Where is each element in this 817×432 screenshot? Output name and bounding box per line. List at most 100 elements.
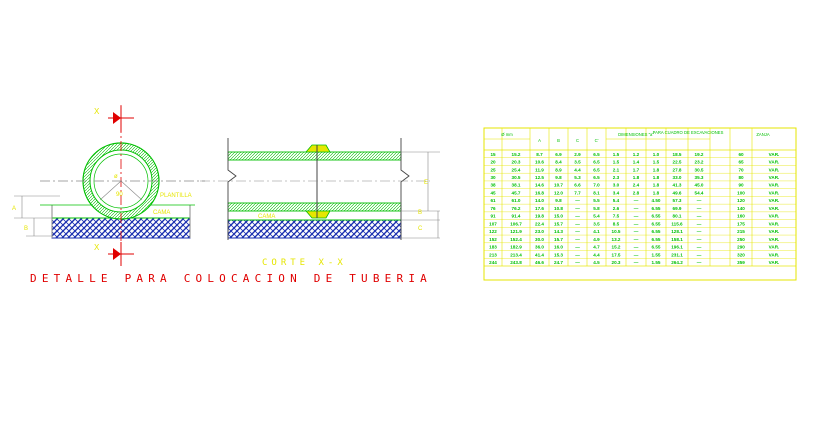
table-cell: VAR. bbox=[769, 175, 780, 180]
table-cell: 7.7 bbox=[574, 190, 581, 195]
main-title: DETALLE PARA COLOCACION DE TUBERIA bbox=[30, 272, 432, 285]
table-cell: 107 bbox=[489, 221, 497, 226]
table-cell: 2.3 bbox=[613, 175, 620, 180]
table-cell: 30.5 bbox=[695, 167, 704, 172]
table-cell: 15.7 bbox=[554, 237, 563, 242]
table-cell: 1.8 bbox=[653, 183, 660, 188]
table-cell: 23.2 bbox=[695, 160, 704, 165]
table-cell: 8.4 bbox=[555, 160, 562, 165]
table-cell: 20.3 bbox=[612, 260, 621, 265]
table-cell: — bbox=[634, 221, 639, 226]
table-cell: 2.1 bbox=[613, 167, 620, 172]
table-cell: 4.1 bbox=[593, 229, 600, 234]
table-cell: 4.50 bbox=[652, 198, 661, 203]
table-cell: — bbox=[634, 260, 639, 265]
table-cell: 8.5 bbox=[613, 221, 620, 226]
table-cell: 5.4 bbox=[613, 198, 620, 203]
table-cell: 19.8 bbox=[535, 214, 544, 219]
label-x-top: X bbox=[94, 107, 100, 116]
table-cell: 46.6 bbox=[535, 260, 544, 265]
table-cell: 57.3 bbox=[673, 198, 682, 203]
table-cell: 196.1 bbox=[671, 245, 683, 250]
table-cell: 10.5 bbox=[612, 229, 621, 234]
table-cell: 120 bbox=[737, 198, 745, 203]
table-cell: — bbox=[697, 221, 702, 226]
table-cell: — bbox=[634, 245, 639, 250]
table-cell: 15.2 bbox=[612, 245, 621, 250]
table-cell: 33.0 bbox=[673, 175, 682, 180]
table-cell: 12.5 bbox=[535, 175, 544, 180]
table-cell: — bbox=[634, 214, 639, 219]
table-cell: — bbox=[697, 260, 702, 265]
label-angle-mid: 90 bbox=[116, 192, 123, 198]
table-cell: 13.2 bbox=[612, 237, 621, 242]
table-cell: 1.55 bbox=[652, 260, 661, 265]
table-cell: 6.5 bbox=[593, 175, 600, 180]
table-cell: 128.1 bbox=[671, 229, 683, 234]
table-cell: 16.8 bbox=[535, 190, 544, 195]
table-cell: 45.0 bbox=[695, 183, 704, 188]
table-cell: VAR. bbox=[769, 237, 780, 242]
table-cell: — bbox=[634, 237, 639, 242]
table-header-cell: ZANJA bbox=[756, 132, 769, 137]
table-cell: 9.8 bbox=[555, 198, 562, 203]
table-cell: 15.3 bbox=[554, 252, 563, 257]
section-marker-top bbox=[108, 106, 134, 132]
table-cell: 359 bbox=[737, 260, 745, 265]
table-cell: VAR. bbox=[769, 152, 780, 157]
table-cell: 15 bbox=[490, 152, 496, 157]
table-cell: 10.7 bbox=[554, 183, 563, 188]
table-cell: 14.3 bbox=[554, 229, 563, 234]
table-cell: 45.7 bbox=[512, 190, 521, 195]
table-cell: — bbox=[575, 229, 580, 234]
table-cell: VAR. bbox=[769, 214, 780, 219]
table-cell: 41.4 bbox=[535, 252, 544, 257]
table-cell: 243.8 bbox=[510, 260, 522, 265]
table-cell: 60 bbox=[738, 152, 744, 157]
table-cell: — bbox=[575, 252, 580, 257]
table-cell: VAR. bbox=[769, 260, 780, 265]
table-cell: 215 bbox=[737, 229, 745, 234]
table-cell: 17.6 bbox=[535, 206, 544, 211]
table-cell: 152 bbox=[489, 237, 497, 242]
label-cama-left: CAMA bbox=[153, 210, 170, 216]
table-cell: 3.0 bbox=[613, 183, 620, 188]
table-cell: 6.5 bbox=[593, 167, 600, 172]
table-cell: 158.1 bbox=[671, 237, 683, 242]
angle-line-1 bbox=[99, 180, 122, 201]
table-cell: 6.5 bbox=[593, 160, 600, 165]
table-cell: 250 bbox=[737, 237, 745, 242]
table-cell: 1.8 bbox=[653, 167, 660, 172]
table-cell: 22.4 bbox=[535, 221, 544, 226]
table-cell: — bbox=[575, 214, 580, 219]
label-dim-b: B bbox=[24, 226, 28, 232]
table-cell: VAR. bbox=[769, 160, 780, 165]
table-cell: 1.0 bbox=[653, 152, 660, 157]
table-header-cell: C bbox=[576, 138, 579, 143]
table-cell: 6.55 bbox=[652, 214, 661, 219]
table-cell: 160 bbox=[737, 214, 745, 219]
table-cell: 61.0 bbox=[512, 198, 521, 203]
table-header-cell: C' bbox=[595, 138, 599, 143]
table-header-cell: DIMENSIONES "a" bbox=[618, 132, 654, 137]
table-cell: 30.5 bbox=[512, 175, 521, 180]
table-cell: 23.0 bbox=[535, 229, 544, 234]
bed-hatch-right bbox=[227, 219, 402, 239]
table-cell: 8.1 bbox=[593, 190, 600, 195]
table-cell: 4.7 bbox=[593, 245, 600, 250]
table-cell: — bbox=[634, 198, 639, 203]
table-cell: 1.5 bbox=[613, 160, 620, 165]
table-cell: 80 bbox=[738, 175, 744, 180]
table-cell: 8.9 bbox=[555, 167, 562, 172]
table-cell: 2.6 bbox=[613, 206, 620, 211]
table-cell: — bbox=[575, 221, 580, 226]
table-cell: 1.8 bbox=[633, 175, 640, 180]
table-cell: 122 bbox=[489, 229, 497, 234]
table-cell: VAR. bbox=[769, 190, 780, 195]
table-cell: — bbox=[575, 206, 580, 211]
table-cell: VAR. bbox=[769, 221, 780, 226]
label-plantilla: PLANTILLA bbox=[160, 193, 192, 199]
table-cell: 213 bbox=[489, 252, 497, 257]
table-cell: 41.3 bbox=[673, 183, 682, 188]
